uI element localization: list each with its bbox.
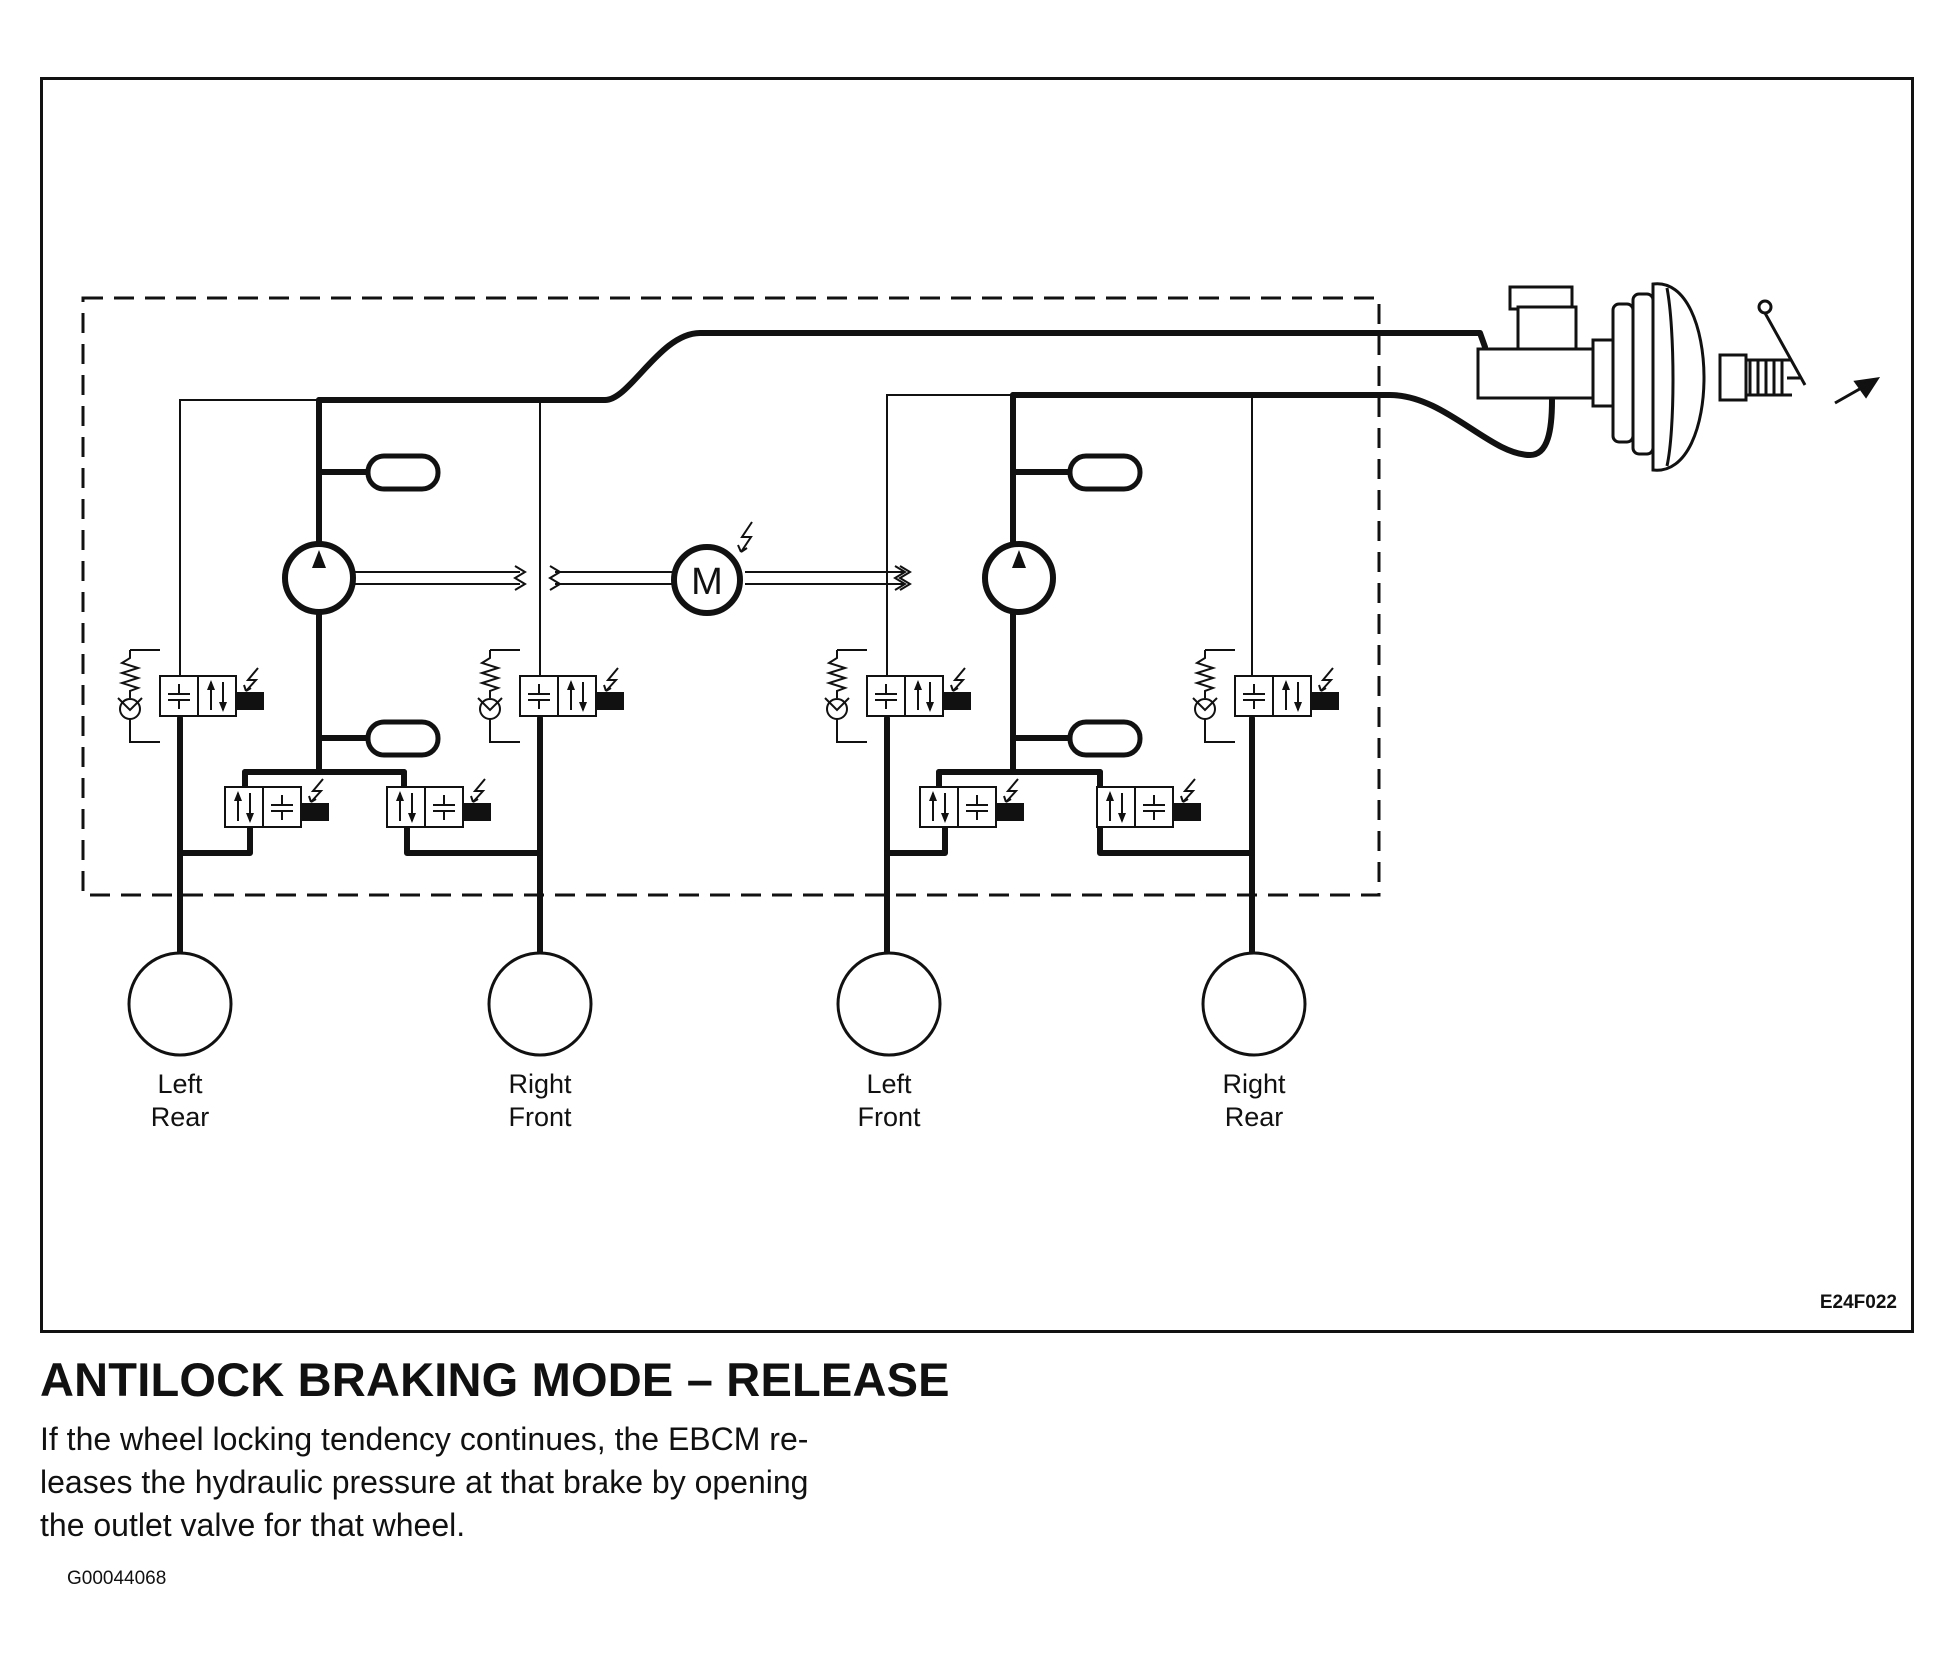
wheel-label-left-front: Left Front [857,1069,921,1132]
motor-label: M [691,561,723,603]
brake-booster [1611,282,1792,472]
accumulator-left-lower [365,719,441,758]
wheel-brake-right-rear [1201,951,1307,1057]
diagram-frame: E24F022 [40,77,1914,1333]
modulator-boundary [81,296,1381,897]
wheel-label-right-front: Right Front [508,1069,572,1132]
pressure-lines [177,330,1555,965]
brake-pedal [1757,299,1881,405]
section-title: ANTILOCK BRAKING MODE – RELEASE [40,1353,950,1406]
wheel-brakes [127,951,1307,1057]
image-id: G00044068 [67,1568,167,1589]
wheel-brake-left-rear [127,951,233,1057]
master-cylinder [1476,285,1615,408]
caption-line: the outlet valve for that wheel. [40,1507,466,1543]
outlet-valve-left-rear [117,649,264,743]
caption-line: leases the hydraulic pressure at that br… [40,1464,809,1500]
pump-left [282,541,356,615]
wheel-label-left-rear: Left Rear [150,1069,210,1132]
outlet-valve-left-front [824,649,971,743]
wheel-label-right-rear: Right Rear [1222,1069,1286,1132]
inlet-valve-left-front [919,778,1024,828]
wheel-brake-right-front [487,951,593,1057]
pump-right [982,541,1056,615]
inlet-valve-right-rear [1096,778,1201,828]
wheel-brake-left-front [836,951,942,1057]
pump-motor: M [671,521,753,616]
inlet-valve-left-rear [224,778,329,828]
return-lines [179,394,1253,718]
pump-drive-shaft [353,565,912,591]
caption: If the wheel locking tendency continues,… [40,1418,960,1547]
accumulator-right-lower [1067,719,1143,758]
accumulator-left-upper [365,453,441,492]
accumulators [365,453,1143,758]
outlet-valve-right-front [477,649,624,743]
valve-assemblies [117,649,1339,828]
accumulator-right-upper [1067,453,1143,492]
figure-code: E24F022 [1819,1292,1897,1313]
outlet-valve-right-rear [1192,649,1339,743]
inlet-valve-right-front [386,778,491,828]
caption-line: If the wheel locking tendency continues,… [40,1421,809,1457]
